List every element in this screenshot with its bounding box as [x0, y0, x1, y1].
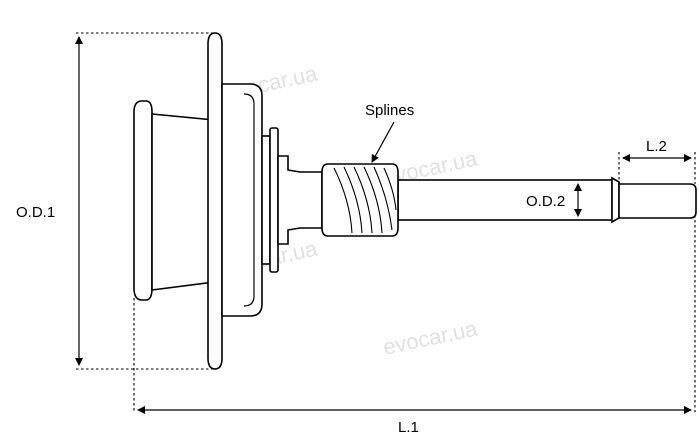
collar-ring-1: [261, 135, 271, 265]
spline-groove-5: [373, 166, 393, 231]
clutch-housing: [221, 83, 263, 317]
shaft-end-pilot: [618, 183, 697, 219]
dimension-labels: O.D.1 O.D.2 L.1 L.2 Splines: [16, 102, 667, 436]
housing-inner-line: [243, 93, 255, 307]
dimension-lines: [75, 36, 692, 414]
splines-leader-line: [371, 121, 395, 163]
watermark-text-4: evocar.ua: [381, 315, 480, 359]
spline-sleeve: [321, 163, 399, 237]
collar-ring-2: [269, 127, 279, 273]
spline-sleeve-body: [321, 163, 399, 237]
rear-cup: [133, 100, 215, 301]
collar: [261, 127, 323, 273]
od1-label: O.D.1: [16, 204, 55, 221]
od2-label: O.D.2: [526, 193, 565, 210]
collar-neck: [277, 155, 323, 245]
rear-cup-rim: [133, 100, 153, 301]
main-flange-plate: [207, 32, 223, 370]
rear-cup-body: [151, 113, 215, 291]
spline-groove-2: [343, 166, 363, 234]
clutch-housing-body: [221, 83, 263, 317]
l2-label: L.2: [646, 138, 667, 155]
spline-groove-4: [363, 166, 383, 234]
spline-groove-3: [353, 166, 373, 234]
splines-label: Splines: [365, 102, 414, 119]
shaft-step: [611, 176, 620, 224]
extension-lines: [76, 32, 696, 412]
spline-groove-1: [333, 167, 353, 234]
l1-label: L.1: [398, 419, 419, 436]
spline-groove-6: [383, 167, 397, 211]
main-shaft: [397, 179, 613, 221]
